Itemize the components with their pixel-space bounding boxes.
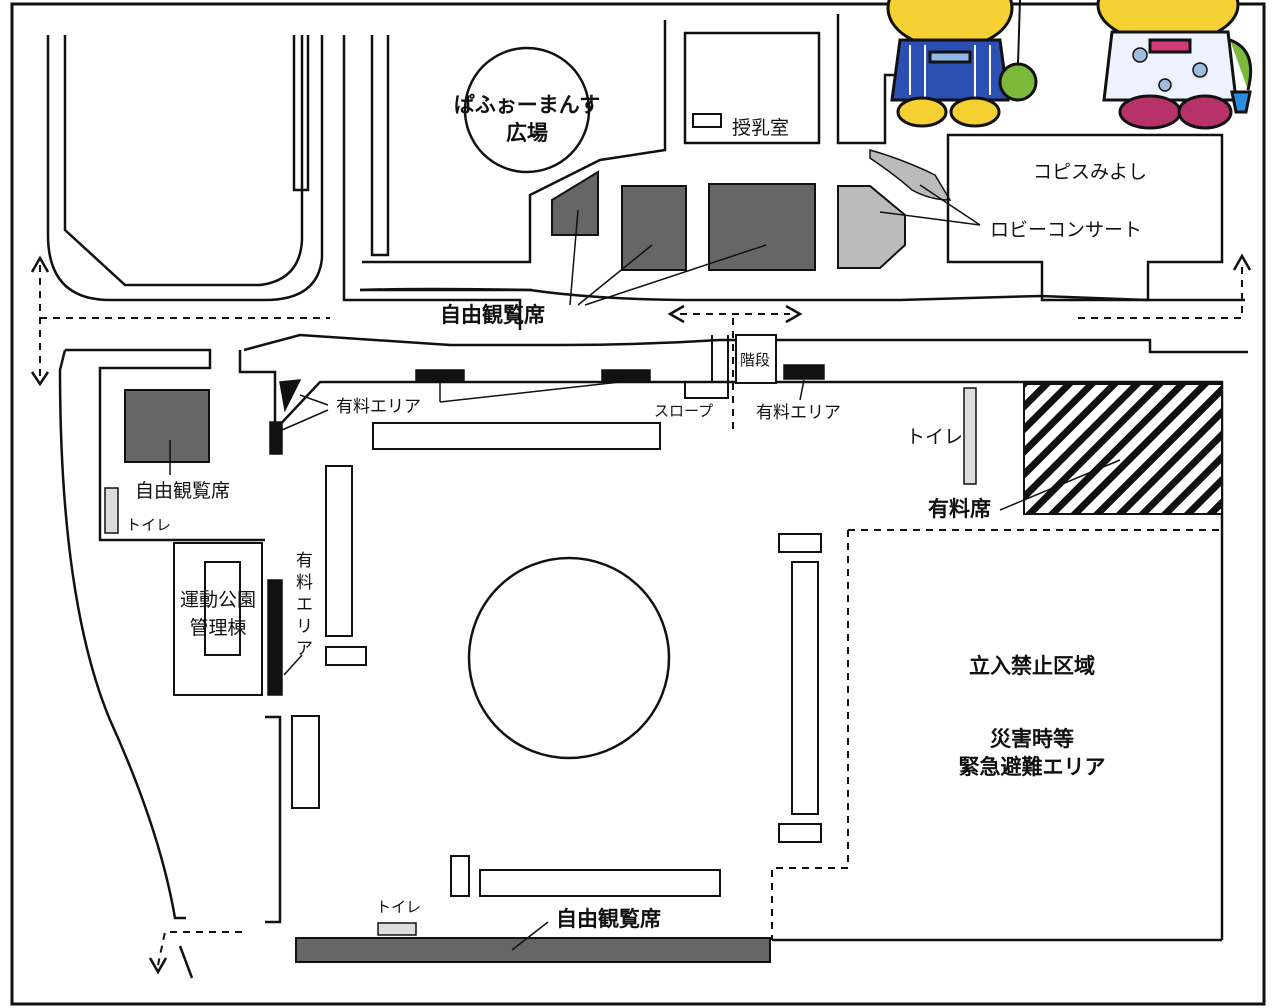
top-building (362, 14, 940, 264)
paid-area-vertical-char: 料 (296, 573, 313, 593)
paid-area-pointers (281, 379, 805, 676)
stairs-box (735, 334, 777, 384)
arrow-up-right-icon (1232, 253, 1252, 271)
slope-label: スロープ (654, 402, 713, 420)
paid-seats-pointer (999, 459, 1121, 511)
mascot-characters (886, 0, 1253, 130)
stairs-label: 階段 (740, 351, 770, 369)
nursing-room-marker (692, 113, 722, 128)
toilet-bottom-label: トイレ (376, 898, 421, 916)
mascot-left (886, 0, 1038, 128)
ground-center-circle (467, 556, 671, 760)
admin-label-1: 運動公園 (180, 589, 256, 611)
paid-area-vertical-char: ア (296, 639, 313, 659)
admin-label-2: 管理棟 (189, 617, 246, 639)
evacuation-label-2: 緊急避難エリア (959, 755, 1106, 779)
ground-benches (291, 422, 822, 897)
route-arrowheads (30, 253, 1252, 975)
toilet-bottom-box (377, 922, 417, 936)
arrow-right-icon (785, 304, 803, 324)
free-seats-bottom-label: 自由観覧席 (556, 907, 661, 931)
paid-area-vertical-char: エ (296, 595, 313, 615)
slope-structure (684, 335, 729, 399)
arrow-down-left-icon (30, 371, 50, 387)
paid-area-top-label: 有料エリア (336, 397, 421, 417)
paid-area-vertical-label: 有 料 エ リ ア (296, 551, 313, 659)
plaza-label-1: ぱふぉーまんす (454, 93, 601, 117)
restricted-label: 立入禁止区域 (969, 654, 1095, 678)
road-lines-topleft (46, 35, 522, 330)
paid-area-blocks (267, 364, 825, 696)
performance-plaza-circle (463, 46, 591, 174)
toilet-right-box (963, 387, 977, 485)
paid-seats-hatched (1023, 383, 1223, 515)
paid-area-right-label: 有料エリア (756, 403, 841, 423)
dashed-routes (39, 265, 1243, 966)
arrow-left-icon (667, 304, 685, 324)
paid-area-vertical-char: リ (296, 617, 313, 637)
plaza-label-2: 広場 (506, 121, 548, 145)
evacuation-label-1: 災害時等 (990, 727, 1074, 751)
left-boundary-lines (58, 349, 282, 979)
paid-area-vertical-char: 有 (296, 551, 313, 571)
free-seats-left-block (124, 389, 210, 463)
arrow-down-bottom-icon (148, 957, 168, 975)
free-seats-top-pointers (569, 209, 767, 306)
free-seats-top-blocks (551, 170, 906, 271)
arrow-up-left-icon (30, 255, 50, 273)
toilet-left-box (104, 487, 119, 534)
lobby-pointers (879, 184, 981, 226)
map-frame (10, 2, 1266, 1006)
admin-building (173, 542, 263, 696)
lobby-concert-label: ロビーコンサート (990, 219, 1142, 241)
toilet-left-label: トイレ (126, 516, 171, 534)
free-seats-top-label: 自由観覧席 (440, 303, 545, 327)
paid-seats-label: 有料席 (928, 497, 991, 521)
free-seats-bottom-block (295, 937, 771, 963)
free-seats-left-label: 自由観覧席 (135, 480, 230, 502)
toilet-right-label: トイレ (906, 426, 963, 448)
free-seats-bottom-pointer (511, 921, 549, 951)
lobby-curve (869, 149, 952, 201)
mascot-right (1096, 0, 1253, 130)
nursing-room-label: 授乳室 (732, 117, 789, 139)
copis-label: コピスみよし (1033, 161, 1147, 183)
